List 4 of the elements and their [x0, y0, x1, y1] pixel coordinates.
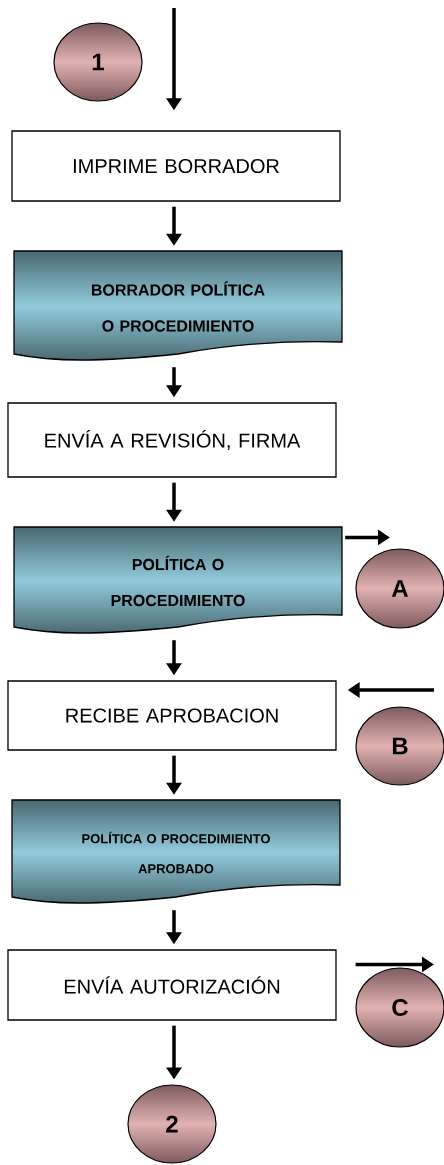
process-box: IMPRIME BORRADOR — [11, 130, 341, 202]
process-box: ENVÍA A REVISIÓN, FIRMA — [7, 402, 337, 478]
process-box: ENVÍA AUTORIZACIÓN — [7, 949, 337, 1021]
process-box: RECIBE APROBACION — [7, 680, 337, 751]
